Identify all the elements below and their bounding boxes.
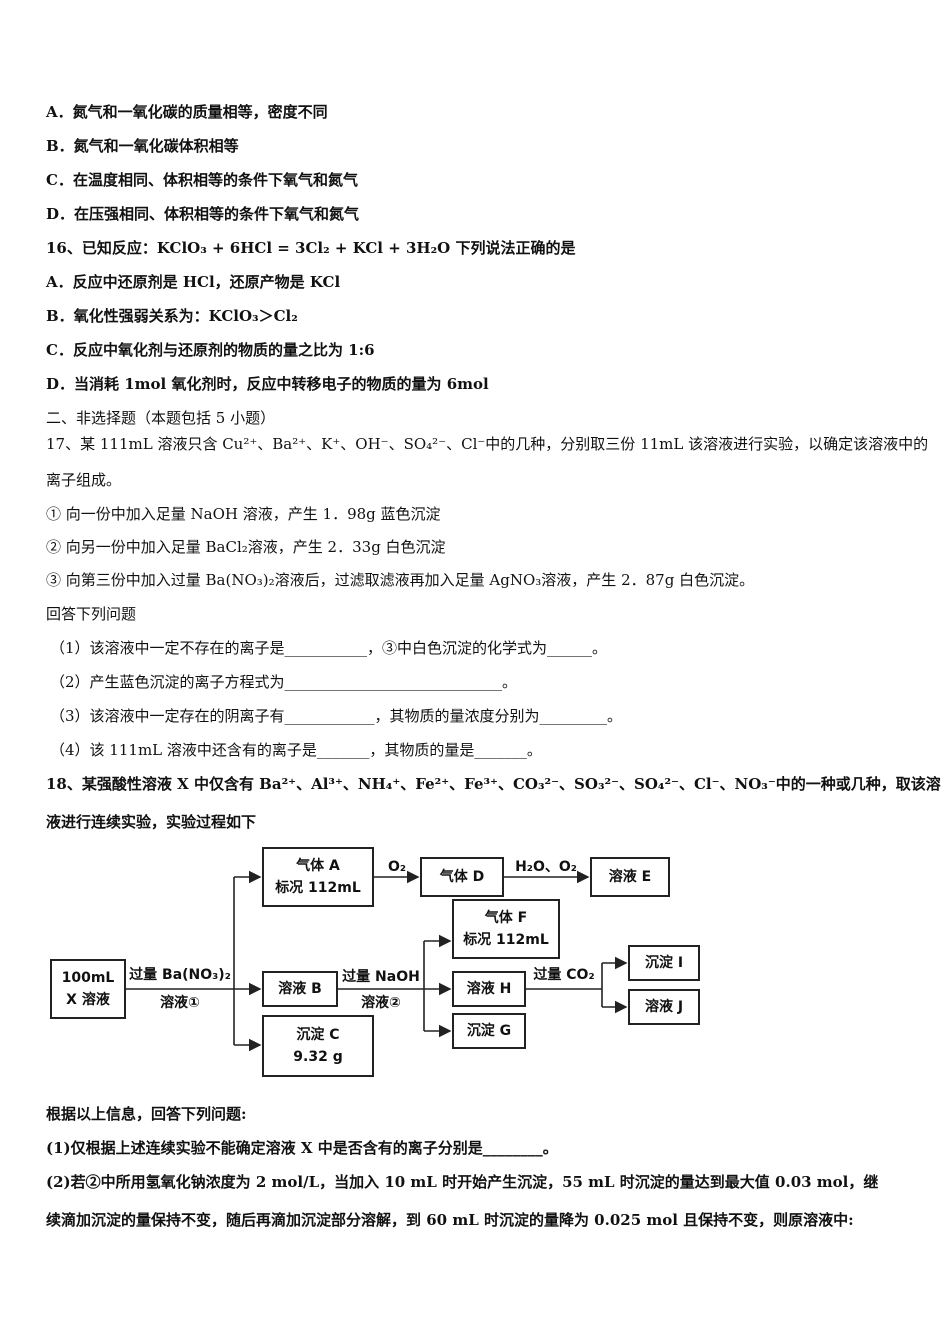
arrow-h2o-o2-label: H₂O、O₂ (515, 859, 577, 875)
q18-after-diagram: 根据以上信息，回答下列问题: (46, 1105, 247, 1123)
box-solution-b-label: 溶液 B (278, 981, 322, 997)
q17-step-3: ③ 向第三份中加入过量 Ba(NO₃)₂溶液后，过滤取滤液再加入足量 AgNO₃… (46, 571, 755, 589)
q17-step-2: ② 向另一份中加入足量 BaCl₂溶液，产生 2．33g 白色沉淀 (46, 538, 446, 556)
box-gas-d: 气体 D (420, 857, 504, 897)
box-solution-x: 100mL X 溶液 (50, 959, 126, 1019)
box-precipitate-i-label: 沉淀 I (644, 955, 684, 971)
q15-option-a: A．氮气和一氧化碳的质量相等，密度不同 (46, 103, 328, 121)
q17-step-1: ① 向一份中加入足量 NaOH 溶液，产生 1．98g 蓝色沉淀 (46, 505, 441, 523)
experiment-flow-diagram: 100mL X 溶液 过量 Ba(NO₃)₂ 溶液① 气体 A 标况 112mL… (48, 843, 708, 1083)
q18-stem-line1: 18、某强酸性溶液 X 中仅含有 Ba²⁺、Al³⁺、NH₄⁺、Fe²⁺、Fe³… (46, 775, 941, 793)
arrow1-label-bottom: 溶液① (160, 995, 200, 1011)
box-solution-h: 溶液 H (452, 971, 526, 1007)
box-gas-d-label: 气体 D (439, 869, 485, 885)
flow-arrows (126, 870, 628, 1052)
box-solution-h-label: 溶液 H (466, 981, 512, 997)
box-precipitate-g: 沉淀 G (452, 1013, 526, 1049)
q16-option-c: C．反应中氧化剂与还原剂的物质的量之比为 1:6 (46, 341, 375, 359)
box-solution-x-line2: X 溶液 (66, 992, 110, 1008)
arrow2-label-top: 过量 NaOH (342, 969, 420, 985)
box-solution-x-line1: 100mL (61, 970, 115, 986)
arrow3-label-top: 过量 CO₂ (533, 967, 595, 983)
q15-option-d: D．在压强相同、体积相等的条件下氧气和氮气 (46, 205, 360, 223)
q17-question-2: （2）产生蓝色沉淀的离子方程式为________________________… (50, 673, 518, 691)
box-gas-f-line2: 标况 112mL (463, 932, 549, 948)
arrow2-label-bottom: 溶液② (361, 995, 401, 1011)
box-gas-a: 气体 A 标况 112mL (262, 847, 374, 907)
box-precipitate-i: 沉淀 I (628, 945, 700, 981)
box-precipitate-g-label: 沉淀 G (466, 1023, 512, 1039)
q15-option-b: B．氮气和一氧化碳体积相等 (46, 137, 239, 155)
q16-option-b: B．氧化性强弱关系为：KClO₃＞Cl₂ (46, 307, 298, 325)
box-gas-a-line1: 气体 A (296, 858, 340, 874)
q17-stem-line2: 离子组成。 (46, 471, 122, 489)
box-precipitate-c: 沉淀 C 9.32 g (262, 1015, 374, 1077)
box-gas-a-line2: 标况 112mL (275, 880, 361, 896)
box-solution-b: 溶液 B (262, 971, 338, 1007)
box-solution-j: 溶液 J (628, 989, 700, 1025)
q17-question-1: （1）该溶液中一定不存在的离子是___________，③中白色沉淀的化学式为_… (50, 639, 608, 657)
q16-option-d: D．当消耗 1mol 氧化剂时，反应中转移电子的物质的量为 6mol (46, 375, 489, 393)
q18-question-2-line1: (2)若②中所用氢氧化钠浓度为 2 mol/L，当加入 10 mL 时开始产生沉… (46, 1173, 879, 1191)
q15-option-c: C．在温度相同、体积相等的条件下氧气和氮气 (46, 171, 358, 189)
q18-question-1: (1)仅根据上述连续实验不能确定溶液 X 中是否含有的离子分别是________… (46, 1139, 558, 1157)
q16-stem: 16、已知反应：KClO₃ + 6HCl = 3Cl₂ + KCl + 3H₂O… (46, 239, 576, 257)
box-gas-f-line1: 气体 F (484, 910, 528, 926)
arrow-o2-label: O₂ (387, 859, 407, 875)
box-precipitate-c-line1: 沉淀 C (296, 1027, 340, 1043)
box-solution-j-label: 溶液 J (644, 999, 684, 1015)
q17-question-3: （3）该溶液中一定存在的阴离子有____________，其物质的量浓度分别为_… (50, 707, 623, 725)
q18-stem-line2: 液进行连续实验，实验过程如下 (46, 813, 257, 831)
q16-option-a: A．反应中还原剂是 HCl，还原产物是 KCl (46, 273, 341, 291)
box-gas-f: 气体 F 标况 112mL (452, 899, 560, 959)
q17-prompt: 回答下列问题 (46, 605, 137, 623)
box-precipitate-c-line2: 9.32 g (293, 1049, 343, 1065)
q18-question-2-line2: 续滴加沉淀的量保持不变，随后再滴加沉淀部分溶解，到 60 mL 时沉淀的量降为 … (46, 1211, 854, 1229)
box-solution-e-label: 溶液 E (608, 869, 652, 885)
q17-stem-line1: 17、某 111mL 溶液只含 Cu²⁺、Ba²⁺、K⁺、OH⁻、SO₄²⁻、C… (46, 435, 929, 453)
section-heading: 二、非选择题（本题包括 5 小题） (46, 409, 276, 427)
q17-question-4: （4）该 111mL 溶液中还含有的离子是_______，其物质的量是_____… (50, 741, 542, 759)
box-solution-e: 溶液 E (590, 857, 670, 897)
arrow1-label-top: 过量 Ba(NO₃)₂ (129, 967, 231, 983)
